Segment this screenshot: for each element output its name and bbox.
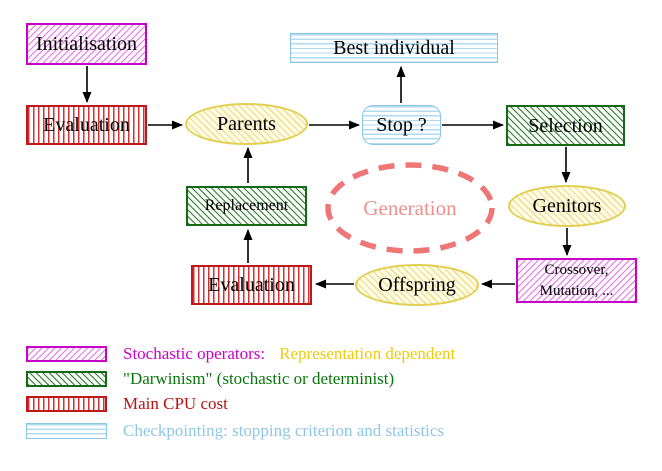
node-crossover-mutation-label: Crossover, Mutation, ... <box>540 260 614 301</box>
legend-label-main-cpu-cost: Main CPU cost <box>123 394 228 413</box>
node-crossover-mutation: Crossover, Mutation, ... <box>516 258 637 303</box>
crossover-line2: Mutation, ... <box>539 282 614 299</box>
node-selection: Selection <box>506 105 625 146</box>
node-evaluation-top: Evaluation <box>26 105 147 145</box>
node-selection-label: Selection <box>528 114 603 137</box>
generation-cycle-label: Generation <box>363 196 457 220</box>
node-offspring-label: Offspring <box>378 274 456 296</box>
legend-label-stochastic-operators: Stochastic operators: <box>123 344 266 363</box>
legend-swatch-cyan-stripes <box>26 423 107 439</box>
generation-dashed-ellipse <box>325 162 495 254</box>
node-parents-label: Parents <box>217 113 276 135</box>
legend-row-darwinism: "Darwinism" (stochastic or determinist) <box>26 369 395 388</box>
node-genitors: Genitors <box>508 185 626 227</box>
node-replacement: Replacement <box>186 186 307 226</box>
legend-row-cpu-cost: Main CPU cost <box>26 394 228 413</box>
node-best-individual: Best individual <box>290 33 498 63</box>
legend-row-checkpointing: Checkpointing: stopping criterion and st… <box>26 421 445 440</box>
legend-swatch-green-hatch <box>26 371 107 387</box>
node-evaluation-top-label: Evaluation <box>43 114 130 136</box>
node-parents: Parents <box>185 103 308 145</box>
node-evaluation-bottom-label: Evaluation <box>208 274 295 296</box>
node-stop: Stop ? <box>362 105 441 145</box>
node-evaluation-bottom: Evaluation <box>191 265 312 305</box>
legend-label-darwinism: "Darwinism" (stochastic or determinist) <box>123 369 395 388</box>
legend-swatch-red-stripes <box>26 396 107 412</box>
crossover-line1: Crossover, <box>544 262 609 279</box>
node-initialisation: Initialisation <box>26 23 147 65</box>
legend-row-stochastic: Stochastic operators: Representation dep… <box>26 344 456 363</box>
legend-label-representation-dependent: Representation dependent <box>279 344 456 363</box>
legend-swatch-magenta-hatch <box>26 346 107 362</box>
node-replacement-label: Replacement <box>204 197 289 215</box>
node-genitors-label: Genitors <box>532 195 602 217</box>
node-stop-label: Stop ? <box>376 114 427 136</box>
node-best-individual-label: Best individual <box>333 37 455 59</box>
node-offspring: Offspring <box>355 264 479 306</box>
legend-label-checkpointing: Checkpointing: stopping criterion and st… <box>123 421 445 440</box>
node-initialisation-label: Initialisation <box>35 33 138 55</box>
